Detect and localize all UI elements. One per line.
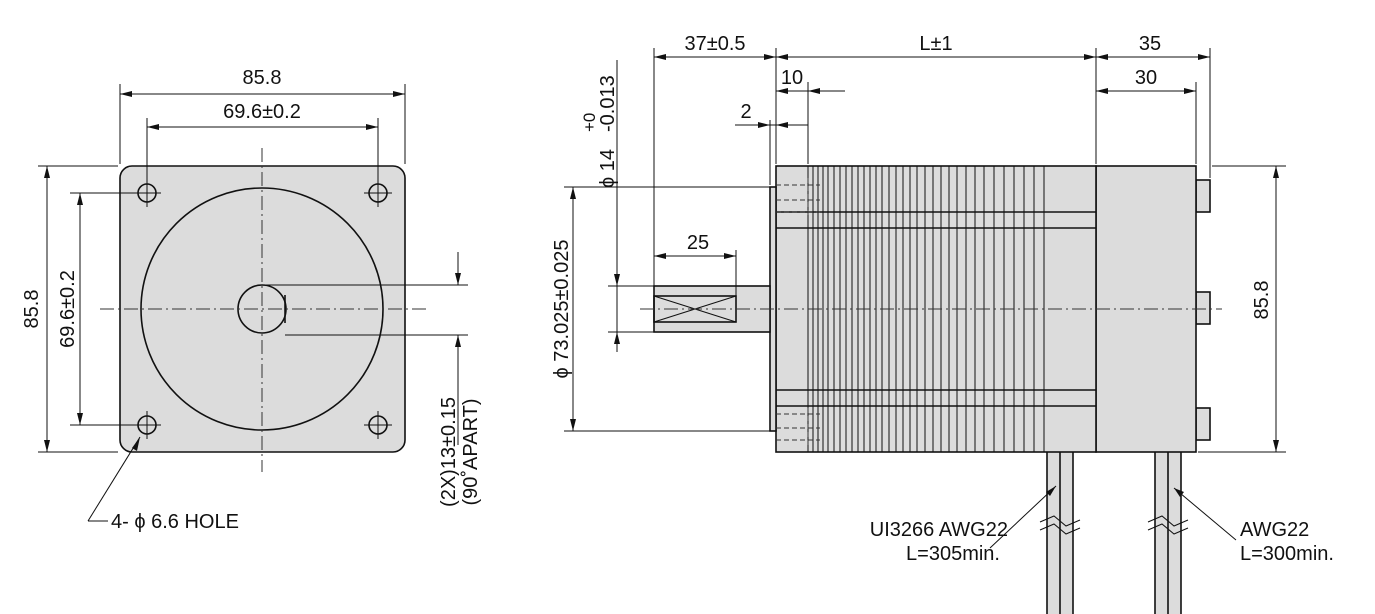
dim-shaft-tol-upper: +0 — [580, 113, 599, 132]
cable-right — [1147, 452, 1189, 614]
dim-side-height-label: 85.8 — [1251, 281, 1273, 320]
dim-rear-overall-label: 35 — [1139, 33, 1161, 55]
cable-left-line2: L=305min. — [906, 543, 1000, 565]
dim-side-height: 85.8 — [1198, 165, 1286, 453]
dim-rear-cap: 30 — [1096, 67, 1196, 94]
hidden-screw-top — [776, 178, 820, 218]
dim-key-length: 25 — [654, 232, 737, 296]
dim-front-hole-spacing-h: 69.6±0.2 — [146, 101, 379, 180]
dim-boss-step-label: 2 — [740, 101, 751, 123]
dim-shaft-flat-label-1: (2X)13±0.15 — [438, 397, 460, 507]
dim-boss-depth: 10 — [776, 67, 845, 94]
dim-front-hole-spacing-h-label: 69.6±0.2 — [223, 101, 301, 123]
dim-shaft-diameter: ϕ 14 +0 -0.013 — [580, 60, 654, 352]
hole-callout-label: 4- ϕ 6.6 HOLE — [111, 511, 239, 533]
mounting-hole-tr — [364, 179, 392, 207]
rear-connector-bottom — [1195, 407, 1211, 441]
dim-front-width-label: 85.8 — [243, 67, 282, 89]
cable-callout-right: AWG22 L=300min. — [1173, 487, 1334, 565]
cable-callout-left: UI3266 AWG22 L=305min. — [870, 485, 1057, 565]
mounting-hole-bl — [133, 411, 161, 439]
rear-connector-top — [1195, 179, 1211, 213]
dim-shaft-tol-lower: -0.013 — [597, 75, 619, 132]
dim-front-width: 85.8 — [119, 67, 406, 164]
dim-pilot-diameter-label: ϕ 73.025±0.025 — [551, 240, 573, 379]
dim-body-length: L±1 — [776, 33, 1096, 60]
bolt-band-top — [776, 211, 1096, 229]
side-view: 37±0.5 L±1 35 30 10 — [551, 33, 1334, 614]
dim-shaft-extension: 37±0.5 — [654, 33, 776, 60]
dim-shaft-extension-label: 37±0.5 — [684, 33, 745, 55]
dim-front-hole-spacing-v: 69.6±0.2 — [57, 192, 134, 426]
dim-shaft-flat-label-2: (90˚APART) — [460, 398, 482, 505]
rear-connector-middle — [1195, 291, 1211, 325]
dim-key-length-label: 25 — [687, 232, 709, 254]
dim-front-height-label: 85.8 — [21, 290, 43, 329]
mounting-hole-tl — [133, 179, 161, 207]
dim-shaft-flat: (2X)13±0.15 (90˚APART) — [262, 252, 482, 507]
dim-front-hole-spacing-v-label: 69.6±0.2 — [57, 270, 79, 348]
dim-body-length-label: L±1 — [919, 33, 952, 55]
dim-shaft-diameter-label: ϕ 14 — [597, 149, 619, 188]
hole-callout: 4- ϕ 6.6 HOLE — [87, 436, 239, 533]
cable-right-line2: L=300min. — [1240, 543, 1334, 565]
mounting-hole-br — [364, 411, 392, 439]
dim-rear-overall: 35 — [1096, 33, 1210, 60]
dim-pilot-diameter: ϕ 73.025±0.025 — [551, 186, 770, 432]
cable-left-line1: UI3266 AWG22 — [870, 519, 1008, 541]
dim-front-height: 85.8 — [21, 165, 118, 453]
cable-right-line1: AWG22 — [1240, 519, 1309, 541]
hidden-screw-bottom — [776, 408, 820, 446]
cable-left — [1039, 452, 1081, 614]
dim-boss-depth-label: 10 — [781, 67, 803, 89]
dim-rear-cap-label: 30 — [1135, 67, 1157, 89]
front-view: 85.8 69.6±0.2 85.8 69.6±0.2 — [21, 67, 482, 533]
dim-boss-step: 2 — [735, 101, 808, 128]
bolt-band-bottom — [776, 389, 1096, 407]
